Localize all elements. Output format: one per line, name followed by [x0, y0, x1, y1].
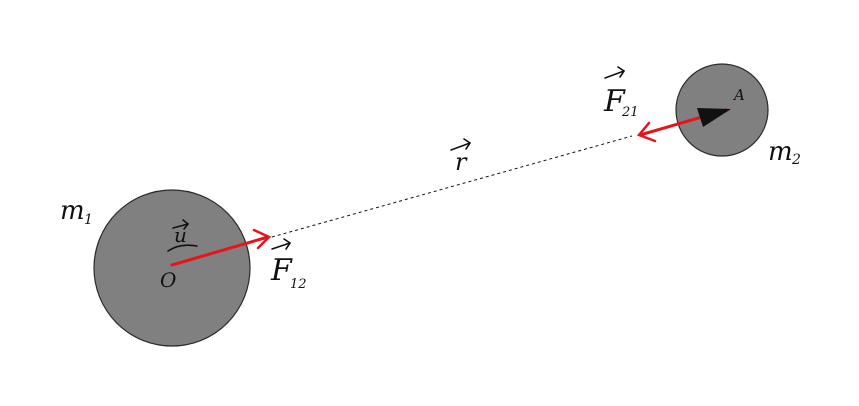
svg-text:m: m [768, 137, 793, 167]
mass1-label: m 1 [60, 196, 93, 228]
r-vector-label: r [450, 138, 471, 176]
svg-text:21: 21 [621, 105, 639, 120]
force12-arrow-shaft [170, 235, 270, 267]
force12-label: F 12 [270, 238, 307, 292]
unit-vector-underline-icon [167, 244, 198, 252]
r-vector-label-arrow-icon [450, 142, 471, 151]
origin-label: O [160, 268, 176, 292]
separation-dashed-line [271, 135, 633, 238]
svg-text:m: m [60, 196, 85, 226]
mass2-label: m 2 [768, 137, 801, 168]
svg-text:12: 12 [290, 277, 307, 292]
force12-label-arrow-icon [271, 242, 291, 250]
svg-text:1: 1 [84, 212, 93, 228]
unit-vector-arrowhead-icon [697, 108, 731, 127]
force21-label: F 21 [603, 66, 639, 120]
svg-text:r: r [455, 148, 468, 176]
force12-arrowhead-icon [252, 228, 272, 250]
force21-arrowhead-icon [636, 121, 657, 143]
svg-text:2: 2 [791, 152, 801, 168]
mass1-sphere [93, 189, 251, 347]
unit-vector-label: u [167, 219, 198, 252]
svg-text:F: F [270, 253, 293, 288]
unit-vector-label-arrow-icon [172, 223, 189, 229]
force21-label-arrow-icon [604, 70, 625, 79]
point-a-label: A [732, 86, 745, 104]
svg-text:F: F [603, 84, 626, 119]
